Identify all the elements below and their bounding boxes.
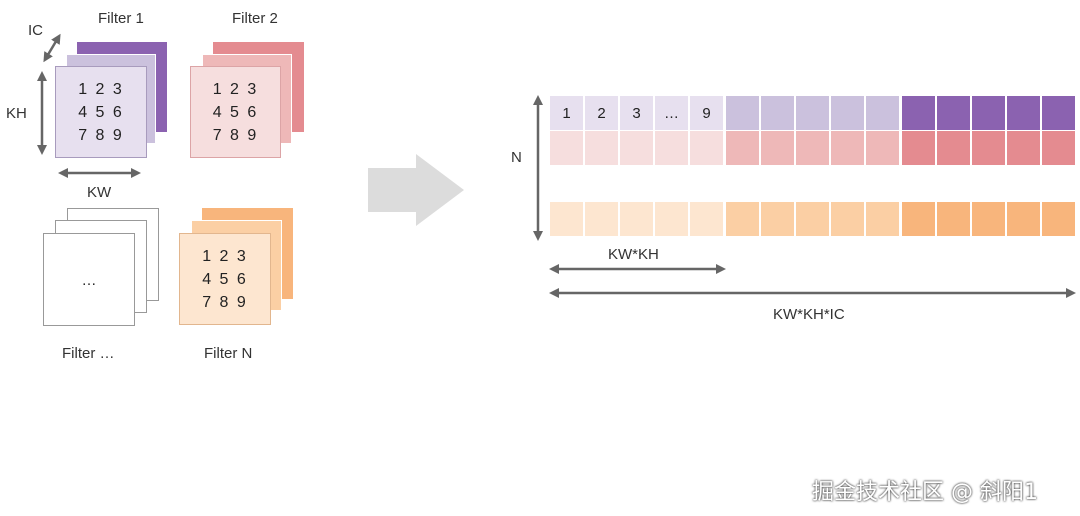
filter-1-channel-front: 1 2 3 4 5 6 7 8 9 xyxy=(55,66,147,158)
matrix-cell xyxy=(655,131,689,165)
matrix-cell xyxy=(761,96,795,130)
matrix-cell xyxy=(796,131,830,165)
kernel-row: 7 8 9 xyxy=(78,127,124,144)
matrix-row-filter-1: 1 2 3 … 9 xyxy=(550,96,1078,130)
matrix-cell xyxy=(1042,131,1076,165)
matrix-cell xyxy=(550,202,584,236)
matrix-cell xyxy=(937,131,971,165)
transform-arrow xyxy=(368,154,464,226)
ic-arrow xyxy=(43,33,61,63)
matrix-cell xyxy=(937,96,971,130)
matrix-cell: 3 xyxy=(620,96,654,130)
matrix-cell xyxy=(866,131,900,165)
matrix-cell xyxy=(902,131,936,165)
n-label: N xyxy=(511,149,522,166)
matrix-cell xyxy=(866,202,900,236)
matrix-row-filter-2 xyxy=(550,131,1078,165)
filter-2-kernel: 1 2 3 4 5 6 7 8 9 xyxy=(191,78,280,147)
kernel-row: 7 8 9 xyxy=(212,127,259,144)
right-arrow-icon xyxy=(368,154,464,226)
kw-label: KW xyxy=(87,184,112,201)
filter-etc-label: Filter … xyxy=(62,345,115,362)
kernel-row: 1 2 3 xyxy=(78,81,124,98)
filter-2-channel-front: 1 2 3 4 5 6 7 8 9 xyxy=(190,66,281,158)
watermark: 掘金技术社区 @ 斜阳1 xyxy=(812,480,1038,505)
ic-label: IC xyxy=(28,22,43,39)
filter-1-label: Filter 1 xyxy=(98,10,144,27)
matrix-cell xyxy=(1007,96,1041,130)
filter-n-label: Filter N xyxy=(204,345,253,362)
kernel-row: 1 2 3 xyxy=(202,248,248,265)
matrix-cell xyxy=(726,96,760,130)
kh-label: KH xyxy=(6,105,27,122)
kernel-row: 1 2 3 xyxy=(212,81,259,98)
matrix-cell xyxy=(726,131,760,165)
matrix-cell xyxy=(902,202,936,236)
matrix-cell xyxy=(831,96,865,130)
kernel-row: 4 5 6 xyxy=(212,104,259,121)
matrix-cell xyxy=(655,202,689,236)
matrix-cell xyxy=(831,131,865,165)
matrix-cell xyxy=(585,202,619,236)
matrix-cell xyxy=(972,202,1006,236)
matrix-cell: … xyxy=(655,96,689,130)
kwkh-label: KW*KH xyxy=(608,246,659,263)
matrix-cell xyxy=(866,96,900,130)
matrix-cell xyxy=(761,131,795,165)
matrix-cell xyxy=(620,131,654,165)
filter-etc-ellipsis: … xyxy=(81,272,97,289)
filter-n-channel-front: 1 2 3 4 5 6 7 8 9 xyxy=(179,233,271,325)
matrix-cell xyxy=(690,202,724,236)
matrix-cell xyxy=(937,202,971,236)
matrix-cell: 1 xyxy=(550,96,584,130)
matrix-cell xyxy=(1007,202,1041,236)
matrix-row-filter-n xyxy=(550,202,1078,236)
filter-1-kernel: 1 2 3 4 5 6 7 8 9 xyxy=(56,78,146,147)
matrix-cell xyxy=(585,131,619,165)
matrix-cell xyxy=(550,131,584,165)
matrix-cell xyxy=(972,131,1006,165)
filter-2-label: Filter 2 xyxy=(232,10,278,27)
kernel-row: 4 5 6 xyxy=(78,104,124,121)
kwkhic-label: KW*KH*IC xyxy=(773,306,845,323)
matrix-cell xyxy=(796,202,830,236)
matrix-cell: 2 xyxy=(585,96,619,130)
matrix-cell xyxy=(690,131,724,165)
matrix-cell xyxy=(831,202,865,236)
filter-etc-channel-front: … xyxy=(43,233,135,326)
kernel-row: 4 5 6 xyxy=(202,271,248,288)
matrix-cell xyxy=(761,202,795,236)
matrix-cell xyxy=(726,202,760,236)
matrix-cell xyxy=(796,96,830,130)
matrix-cell xyxy=(1042,96,1076,130)
matrix-cell xyxy=(1042,202,1076,236)
matrix-cell xyxy=(902,96,936,130)
matrix-cell xyxy=(620,202,654,236)
matrix-cell xyxy=(972,96,1006,130)
matrix-dimension-arrows xyxy=(533,95,1076,298)
kernel-row: 7 8 9 xyxy=(202,294,248,311)
filter-dimension-arrows xyxy=(37,33,141,178)
matrix-cell xyxy=(1007,131,1041,165)
matrix-cell: 9 xyxy=(690,96,724,130)
filter-n-kernel: 1 2 3 4 5 6 7 8 9 xyxy=(180,245,270,314)
